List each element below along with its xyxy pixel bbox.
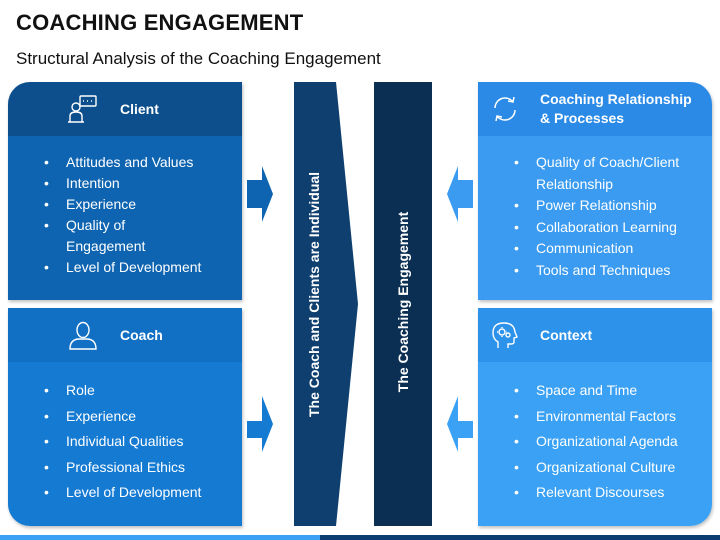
center-arrow xyxy=(294,82,358,526)
context-label: Context xyxy=(540,326,593,343)
client-body: Attitudes and Values Intention Experienc… xyxy=(8,136,242,300)
list-item: Experience xyxy=(8,194,242,215)
coaching-relationship-label: Coaching Relationship & Processes xyxy=(540,90,692,128)
list-item: Level of Development xyxy=(8,480,242,506)
bottom-bar xyxy=(0,535,720,540)
list-item: Environmental Factors xyxy=(478,404,712,430)
list-item: Level of Development xyxy=(8,257,242,278)
list-item: Organizational Culture xyxy=(478,455,712,481)
page-subtitle: Structural Analysis of the Coaching Enga… xyxy=(16,49,381,68)
client-box: Client Attitudes and Values Intention Ex… xyxy=(8,82,242,300)
list-item: Collaboration Learning xyxy=(478,217,712,239)
arrow-left-upper xyxy=(447,166,473,222)
list-item: Quality of Engagement xyxy=(8,215,166,257)
list-item: Communication xyxy=(478,238,712,260)
list-item: Relevant Discourses xyxy=(478,480,712,506)
context-box: Context Space and Time Environmental Fac… xyxy=(478,308,712,526)
client-label: Client xyxy=(120,100,159,117)
person-icon xyxy=(69,321,97,350)
context-header: Context xyxy=(478,308,712,362)
arrow-left-lower xyxy=(447,396,473,452)
coach-body: Role Experience Individual Qualities Pro… xyxy=(8,362,242,526)
label-line: & Processes xyxy=(540,110,625,126)
coach-header: Coach xyxy=(8,308,242,362)
context-body: Space and Time Environmental Factors Org… xyxy=(478,362,712,526)
refresh-cycle-icon xyxy=(494,96,516,122)
list-item: Attitudes and Values xyxy=(8,152,242,173)
coach-box: Coach Role Experience Individual Qualiti… xyxy=(8,308,242,526)
head-gears-icon xyxy=(492,322,518,348)
client-header: Client xyxy=(8,82,242,136)
context-list: Space and Time Environmental Factors Org… xyxy=(478,378,712,506)
presenter-icon xyxy=(68,95,97,123)
page-title: COACHING ENGAGEMENT xyxy=(16,10,304,35)
list-item: Organizational Agenda xyxy=(478,429,712,455)
list-item: Tools and Techniques xyxy=(478,260,712,282)
center-arrow-text: The Coach and Clients are Individual xyxy=(306,171,322,417)
bottom-bar-accent xyxy=(0,535,320,540)
client-list: Attitudes and Values Intention Experienc… xyxy=(8,152,242,278)
coaching-relationship-body: Quality of Coach/Client Relationship Pow… xyxy=(478,136,712,300)
list-item: Space and Time xyxy=(478,378,712,404)
coaching-relationship-box: Coaching Relationship & Processes Qualit… xyxy=(478,82,712,300)
list-item: Professional Ethics xyxy=(8,455,242,481)
coaching-relationship-header: Coaching Relationship & Processes xyxy=(478,82,712,136)
list-item: Quality of Coach/Client Relationship xyxy=(478,152,696,195)
list-item: Intention xyxy=(8,173,242,194)
arrow-right-upper xyxy=(247,166,273,222)
list-item: Experience xyxy=(8,404,242,430)
arrow-right-lower xyxy=(247,396,273,452)
coaching-relationship-list: Quality of Coach/Client Relationship Pow… xyxy=(478,152,712,281)
center-bar-text: The Coaching Engagement xyxy=(395,211,411,393)
coach-list: Role Experience Individual Qualities Pro… xyxy=(8,378,242,506)
list-item: Power Relationship xyxy=(478,195,712,217)
list-item: Role xyxy=(8,378,242,404)
label-line: Coaching Relationship xyxy=(540,91,692,107)
coach-label: Coach xyxy=(120,326,163,343)
list-item: Individual Qualities xyxy=(8,429,242,455)
